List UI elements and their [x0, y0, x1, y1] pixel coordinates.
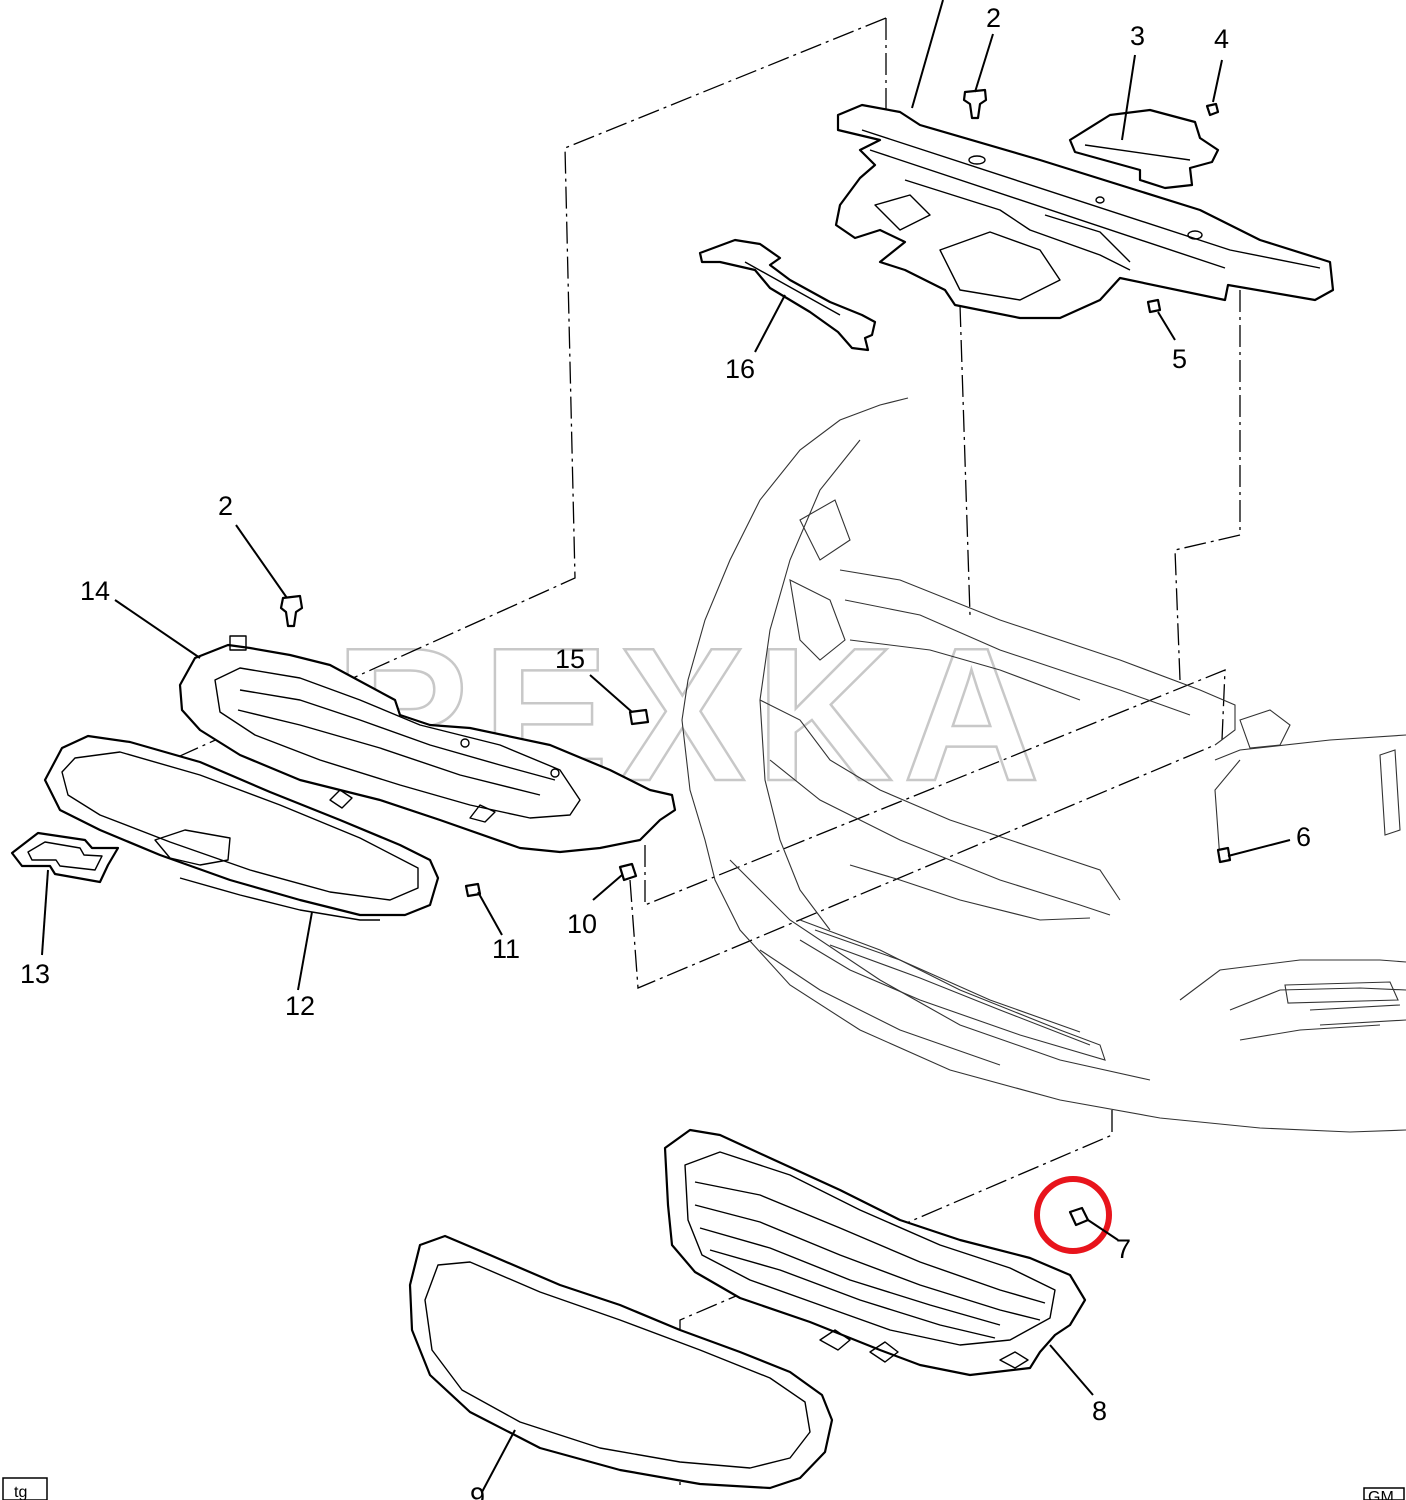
- part-9-grille-surround: [408, 1234, 834, 1490]
- part-14-grille-support: [178, 635, 677, 854]
- part-16-bracket: [698, 238, 877, 352]
- callouts: 2 3 4 5 16 2 14 15 6 10 11 13 12 7 8 9: [20, 3, 1311, 1500]
- upper-tie-bar: [834, 103, 1335, 320]
- callout-6: 6: [1296, 822, 1311, 852]
- bumper-fascia: [681, 397, 1406, 1133]
- callout-2-left: 2: [218, 491, 233, 521]
- svg-text:tg: tg: [14, 1484, 27, 1500]
- fastener-push-pin-2-left: [279, 594, 304, 628]
- fastener-bolt-4: [1205, 102, 1220, 117]
- callout-12: 12: [285, 991, 315, 1021]
- callout-9: 9: [470, 1482, 485, 1500]
- fastener-screw-11: [464, 882, 482, 898]
- callout-10: 10: [567, 909, 597, 939]
- part-12-grille-frame: [43, 734, 440, 921]
- part-7-clip: [1068, 1206, 1090, 1227]
- callout-15: 15: [555, 644, 585, 674]
- corner-code-left: tg: [2, 1477, 48, 1500]
- callout-14: 14: [80, 576, 110, 606]
- part-8-lower-grille: [663, 1128, 1087, 1377]
- leader-lines: [41, 0, 1291, 1493]
- part-13-bowtie-emblem: [10, 831, 120, 884]
- callout-11: 11: [492, 934, 520, 964]
- callout-2-top: 2: [986, 3, 1001, 33]
- part-3-bracket: [1068, 108, 1220, 190]
- fastener-bolt-15: [628, 708, 650, 726]
- fastener-bolt-5: [1146, 298, 1162, 314]
- fastener-nut-10: [618, 862, 638, 882]
- highlight-circle: [1034, 1176, 1112, 1254]
- callout-13: 13: [20, 959, 50, 989]
- callout-16: 16: [725, 354, 755, 384]
- fastener-bolt-6: [1216, 846, 1232, 864]
- callout-5: 5: [1172, 344, 1187, 374]
- callout-7: 7: [1116, 1234, 1131, 1264]
- svg-text:GM: GM: [1368, 1489, 1394, 1500]
- corner-code-right: GM: [1363, 1487, 1405, 1500]
- fastener-push-pin-2-top: [962, 88, 988, 120]
- callout-3: 3: [1130, 21, 1145, 51]
- callout-4: 4: [1214, 24, 1229, 54]
- callout-8: 8: [1092, 1396, 1107, 1426]
